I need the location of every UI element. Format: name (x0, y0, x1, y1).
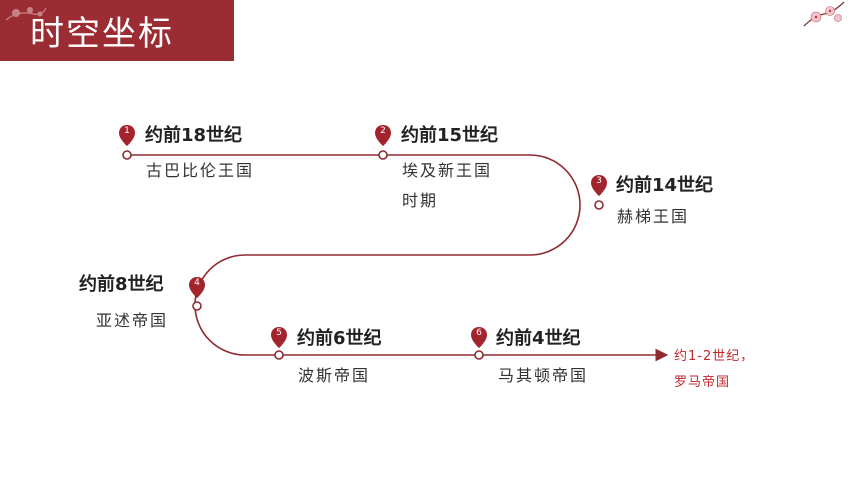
era-label: 约前8世纪 (79, 274, 164, 295)
marker-number: 4 (194, 278, 200, 288)
timeline-node (192, 301, 202, 311)
map-pin-icon (375, 125, 391, 146)
timeline-node (122, 150, 132, 160)
timeline-marker-2: 2 (374, 124, 392, 154)
plum-blossom-icon (5, 7, 47, 21)
place-label: 亚述帝国 (96, 306, 168, 336)
end-note-line: 罗马帝国 (674, 375, 731, 390)
timeline-line (127, 154, 669, 362)
marker-number: 2 (380, 126, 386, 136)
place-label: 马其顿帝国 (498, 361, 588, 391)
timeline-marker-1: 1 (118, 124, 136, 154)
plum-blossom-icon (803, 1, 845, 27)
era-label: 约前18世纪 (145, 125, 243, 146)
timeline-node (274, 350, 284, 360)
place-label: 赫梯王国 (617, 202, 689, 232)
timeline-marker-6: 6 (470, 326, 488, 356)
era-label: 约前15世纪 (401, 125, 499, 146)
map-pin-icon (471, 327, 487, 348)
era-label: 约前4世纪 (496, 328, 581, 349)
timeline-marker-5: 5 (270, 326, 288, 356)
place-line: 赫梯王国 (617, 207, 690, 226)
timeline-marker-3: 3 (590, 174, 608, 204)
timeline-marker-4: 4 (188, 276, 206, 306)
map-pin-icon (119, 125, 135, 146)
title-banner: 时空坐标 (0, 0, 234, 61)
era-label: 约前6世纪 (297, 328, 382, 349)
marker-number: 1 (124, 126, 130, 136)
place-label: 波斯帝国 (298, 361, 370, 391)
marker-number: 6 (476, 328, 482, 338)
timeline-node (378, 150, 388, 160)
place-line: 埃及新王国 (402, 161, 493, 180)
place-line: 时期 (402, 191, 439, 210)
map-pin-icon (189, 277, 205, 298)
marker-number: 5 (276, 328, 282, 338)
place-line: 马其顿帝国 (498, 366, 589, 385)
place-line: 古巴比伦王国 (146, 161, 255, 180)
end-note: 约1-2世纪， 罗马帝国 (674, 344, 754, 396)
place-label: 埃及新王国 时期 (402, 156, 492, 216)
end-note-line: 约1-2世纪， (674, 349, 755, 364)
era-label: 约前14世纪 (616, 175, 714, 196)
timeline-node (594, 200, 604, 210)
place-label: 古巴比伦王国 (146, 156, 254, 186)
place-line: 亚述帝国 (96, 311, 169, 330)
map-pin-icon (271, 327, 287, 348)
timeline-node (474, 350, 484, 360)
map-pin-icon (591, 175, 607, 196)
marker-number: 3 (596, 176, 602, 186)
place-line: 波斯帝国 (298, 366, 371, 385)
page-title: 时空坐标 (30, 14, 174, 54)
